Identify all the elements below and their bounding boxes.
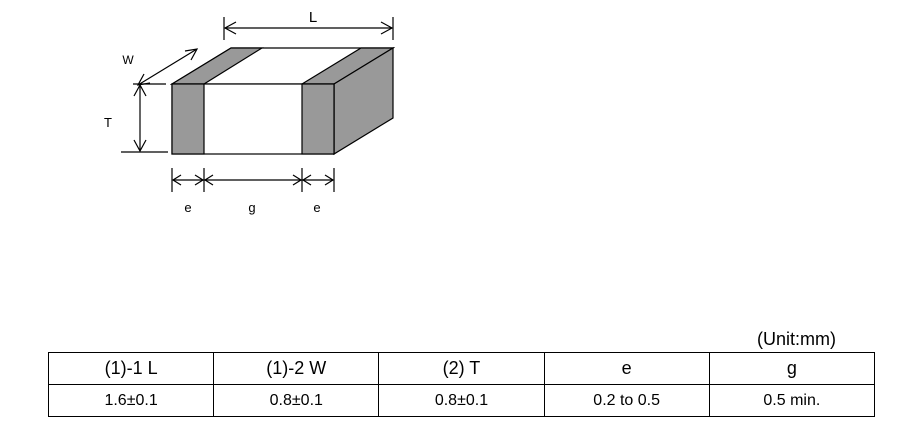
t-label: T	[104, 115, 112, 130]
t-dimension-arrow	[121, 83, 168, 153]
dimensions-table: (1)-1 L (1)-2 W (2) T e g 1.6±0.1 0.8±0.…	[47, 352, 876, 417]
chip-front-electrode-right	[301, 83, 335, 155]
cell-g: 0.5 min.	[708, 384, 876, 417]
header-thickness: (2) T	[378, 352, 545, 385]
header-g: g	[708, 352, 876, 385]
cell-length: 1.6±0.1	[47, 384, 215, 417]
l-dimension-arrow	[223, 17, 394, 40]
cell-e: 0.2 to 0.5	[543, 384, 710, 417]
chip-front-electrode-left	[171, 83, 205, 155]
e-g-e-dimension-arrows	[171, 168, 335, 192]
unit-note: (Unit:mm)	[757, 329, 836, 349]
header-length: (1)-1 L	[47, 352, 215, 385]
header-e: e	[543, 352, 710, 385]
e-left-label: e	[184, 200, 191, 215]
g-label: g	[248, 200, 255, 215]
table-row: 1.6±0.1 0.8±0.1 0.8±0.1 0.2 to 0.5 0.5 m…	[47, 384, 876, 417]
l-label: L	[309, 9, 317, 26]
e-right-label: e	[313, 200, 320, 215]
w-label: W	[122, 53, 134, 67]
chip-dimension-diagram: L W T e g e	[104, 9, 396, 215]
cell-thickness: 0.8±0.1	[378, 384, 545, 417]
cell-width: 0.8±0.1	[213, 384, 380, 417]
table-header-row: (1)-1 L (1)-2 W (2) T e g	[47, 352, 876, 385]
header-width: (1)-2 W	[213, 352, 380, 385]
